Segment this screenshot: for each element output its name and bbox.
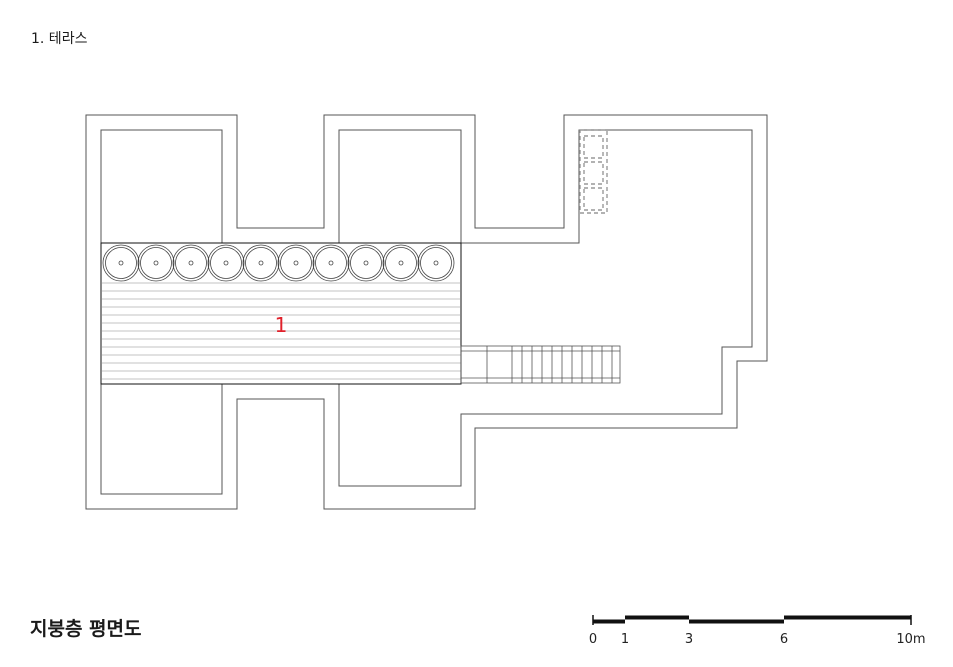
planter	[242, 244, 280, 282]
planter	[137, 244, 175, 282]
planter	[102, 244, 140, 282]
drawing-title: 지붕층 평면도	[30, 618, 142, 640]
planter	[207, 244, 245, 282]
scale-bar: 0 1 3 6 10m	[589, 615, 926, 647]
scale-tick-0: 0	[589, 632, 597, 647]
legend-item-terrace: 1. 테라스	[31, 31, 88, 47]
planter	[417, 244, 455, 282]
deck-boards	[101, 282, 461, 380]
planter	[277, 244, 315, 282]
staircase	[460, 345, 621, 384]
planter	[347, 244, 385, 282]
scale-tick-3: 3	[685, 632, 693, 647]
scale-tick-1: 1	[621, 632, 629, 647]
outer-wall	[85, 114, 768, 510]
planter	[382, 244, 420, 282]
scale-tick-6: 6	[780, 632, 788, 647]
planter-row	[102, 244, 455, 282]
planter	[312, 244, 350, 282]
roof-equipment-dashed	[579, 129, 608, 214]
scale-tick-10m: 10m	[896, 632, 925, 647]
planter	[172, 244, 210, 282]
room-label-terrace: 1	[275, 313, 288, 337]
